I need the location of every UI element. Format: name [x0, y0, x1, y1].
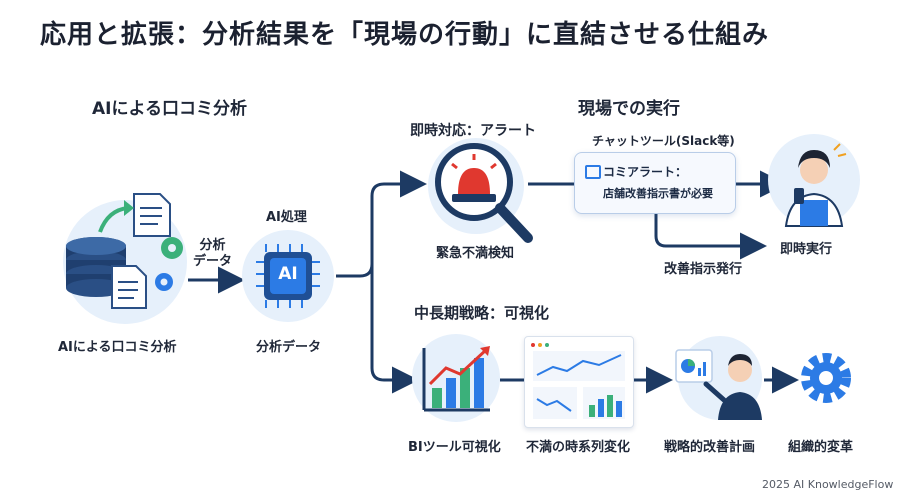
page-title: 応用と拡張：分析結果を「現場の行動」に直結させる仕組み [40, 20, 770, 50]
gear-icon [161, 237, 183, 259]
trend-chart-card [524, 336, 634, 428]
ai-chip-text: AI [278, 264, 298, 284]
alert-caption: 緊急不満検知 [436, 246, 515, 261]
arrow-label-line2: データ [193, 254, 233, 269]
ai-caption: 分析データ [256, 340, 322, 355]
organization-gear-icon [801, 353, 851, 403]
chat-tool-label: チャットツール(Slack等) [592, 134, 735, 148]
arrow-label-line1: 分析 [199, 238, 226, 253]
midterm-heading: 中長期戦略：可視化 [414, 304, 550, 322]
window-dot-icon [538, 343, 542, 347]
window-dot-icon [531, 343, 535, 347]
plan-label: 戦略的改善計画 [664, 440, 756, 455]
alert-message-line2: 店舗改善指示書が必要 [603, 187, 713, 200]
ai-heading: AI処理 [266, 210, 307, 225]
source-label: AIによる口コミ分析 [58, 340, 177, 355]
siren-magnifier-icon [435, 143, 533, 243]
chat-alert-bubble: コミアラート： 店舗改善指示書が必要 [574, 152, 736, 214]
staff-person-icon [784, 143, 847, 227]
bi-label: BIツール可視化 [408, 440, 501, 455]
arrow-to-immediate-action [654, 214, 767, 260]
alert-message-line1: コミアラート： [603, 165, 688, 179]
document-icon [133, 193, 171, 237]
alert-heading: 即時対応：アラート [410, 123, 536, 139]
arrow-to-bi [370, 264, 419, 394]
issue-instruction-label: 改善指示発行 [664, 262, 743, 277]
ai-chip-icon [256, 244, 320, 308]
arrow-label: 分析 データ [193, 238, 232, 270]
bi-chart-icon [422, 346, 490, 412]
presenter-icon [675, 349, 762, 420]
trend-label: 不満の時系列変化 [526, 440, 631, 455]
immediate-action-label: 即時実行 [780, 242, 833, 257]
gear-icon [155, 273, 173, 291]
reform-label: 組織的変革 [788, 440, 854, 455]
field-execution-heading: 現場での実行 [578, 99, 680, 119]
trend-mini-charts [533, 351, 625, 419]
footer-credit: 2025 AI KnowledgeFlow [762, 478, 894, 491]
left-section-heading: AIによる口コミ分析 [92, 99, 247, 119]
database-icon [66, 237, 126, 297]
arrow-to-alert [336, 170, 427, 278]
document-icon [111, 265, 147, 309]
chat-icon [585, 165, 601, 179]
window-dot-icon [545, 343, 549, 347]
